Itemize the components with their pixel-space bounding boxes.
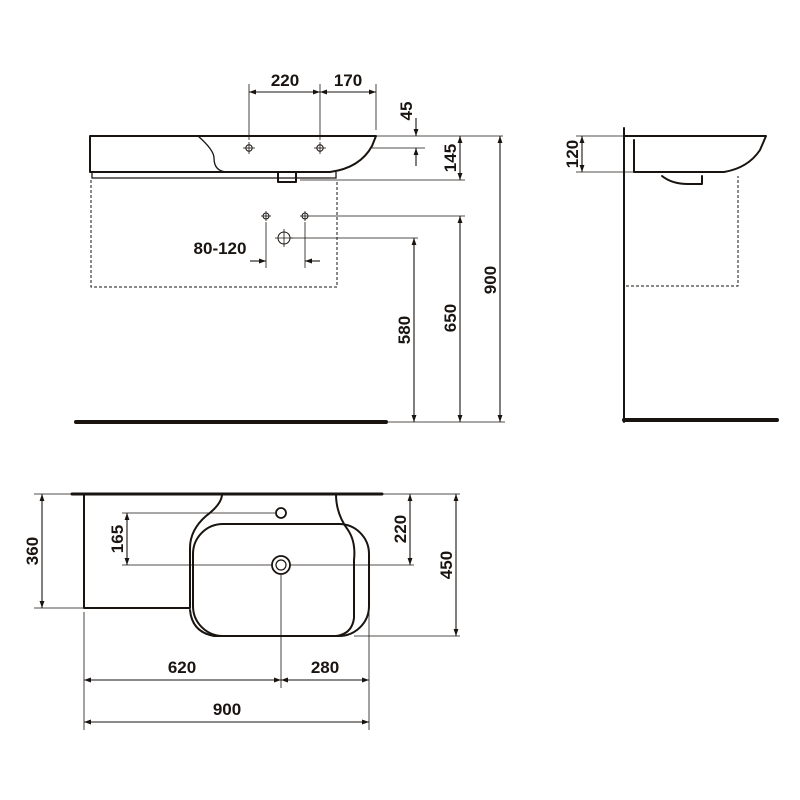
- supply-connection-right-icon: [300, 211, 310, 221]
- dim-supply-height: 650: [441, 304, 460, 332]
- dim-waste-height: 580: [395, 316, 414, 344]
- dim-drain-offset: 220: [391, 515, 410, 543]
- drain-front: [277, 171, 297, 183]
- dim-tap-to-edge: 170: [334, 71, 362, 90]
- basin-side: [623, 135, 767, 173]
- dim-basin-height: 120: [563, 140, 582, 168]
- dim-shelf-depth: 360: [23, 537, 42, 565]
- top-view: 360 165 220 450 620 280 900: [23, 492, 460, 730]
- tap-hole-top-icon: [275, 507, 287, 519]
- basin-underside: [91, 172, 337, 179]
- front-view: 220 170 45 145 80-120 580 650 900: [74, 71, 505, 424]
- dim-rim-offset: 45: [397, 102, 416, 121]
- side-view: 120: [563, 127, 779, 423]
- drain-top-icon: [271, 555, 291, 575]
- dim-left-width: 620: [168, 658, 196, 677]
- basin-front: [89, 135, 377, 173]
- dim-total-depth: 450: [437, 551, 456, 579]
- dim-total-width: 900: [213, 700, 241, 719]
- vanity-outline-side: [626, 176, 739, 287]
- dim-basin-depth: 145: [441, 144, 460, 172]
- basin-outline-top: [83, 493, 356, 637]
- dim-waste-spacing: 80-120: [194, 239, 247, 258]
- vanity-outline-front: [90, 180, 338, 288]
- dim-tap-spacing: 220: [271, 71, 299, 90]
- tap-hole-left-icon: [243, 142, 255, 154]
- dim-right-width: 280: [311, 658, 339, 677]
- tap-hole-right-icon: [314, 142, 326, 154]
- drain-side: [661, 175, 703, 185]
- bowl-edge-front: [197, 135, 229, 173]
- dim-tap-hole-offset: 165: [108, 525, 127, 553]
- dim-total-height: 900: [481, 266, 500, 294]
- supply-connection-left-icon: [261, 211, 271, 221]
